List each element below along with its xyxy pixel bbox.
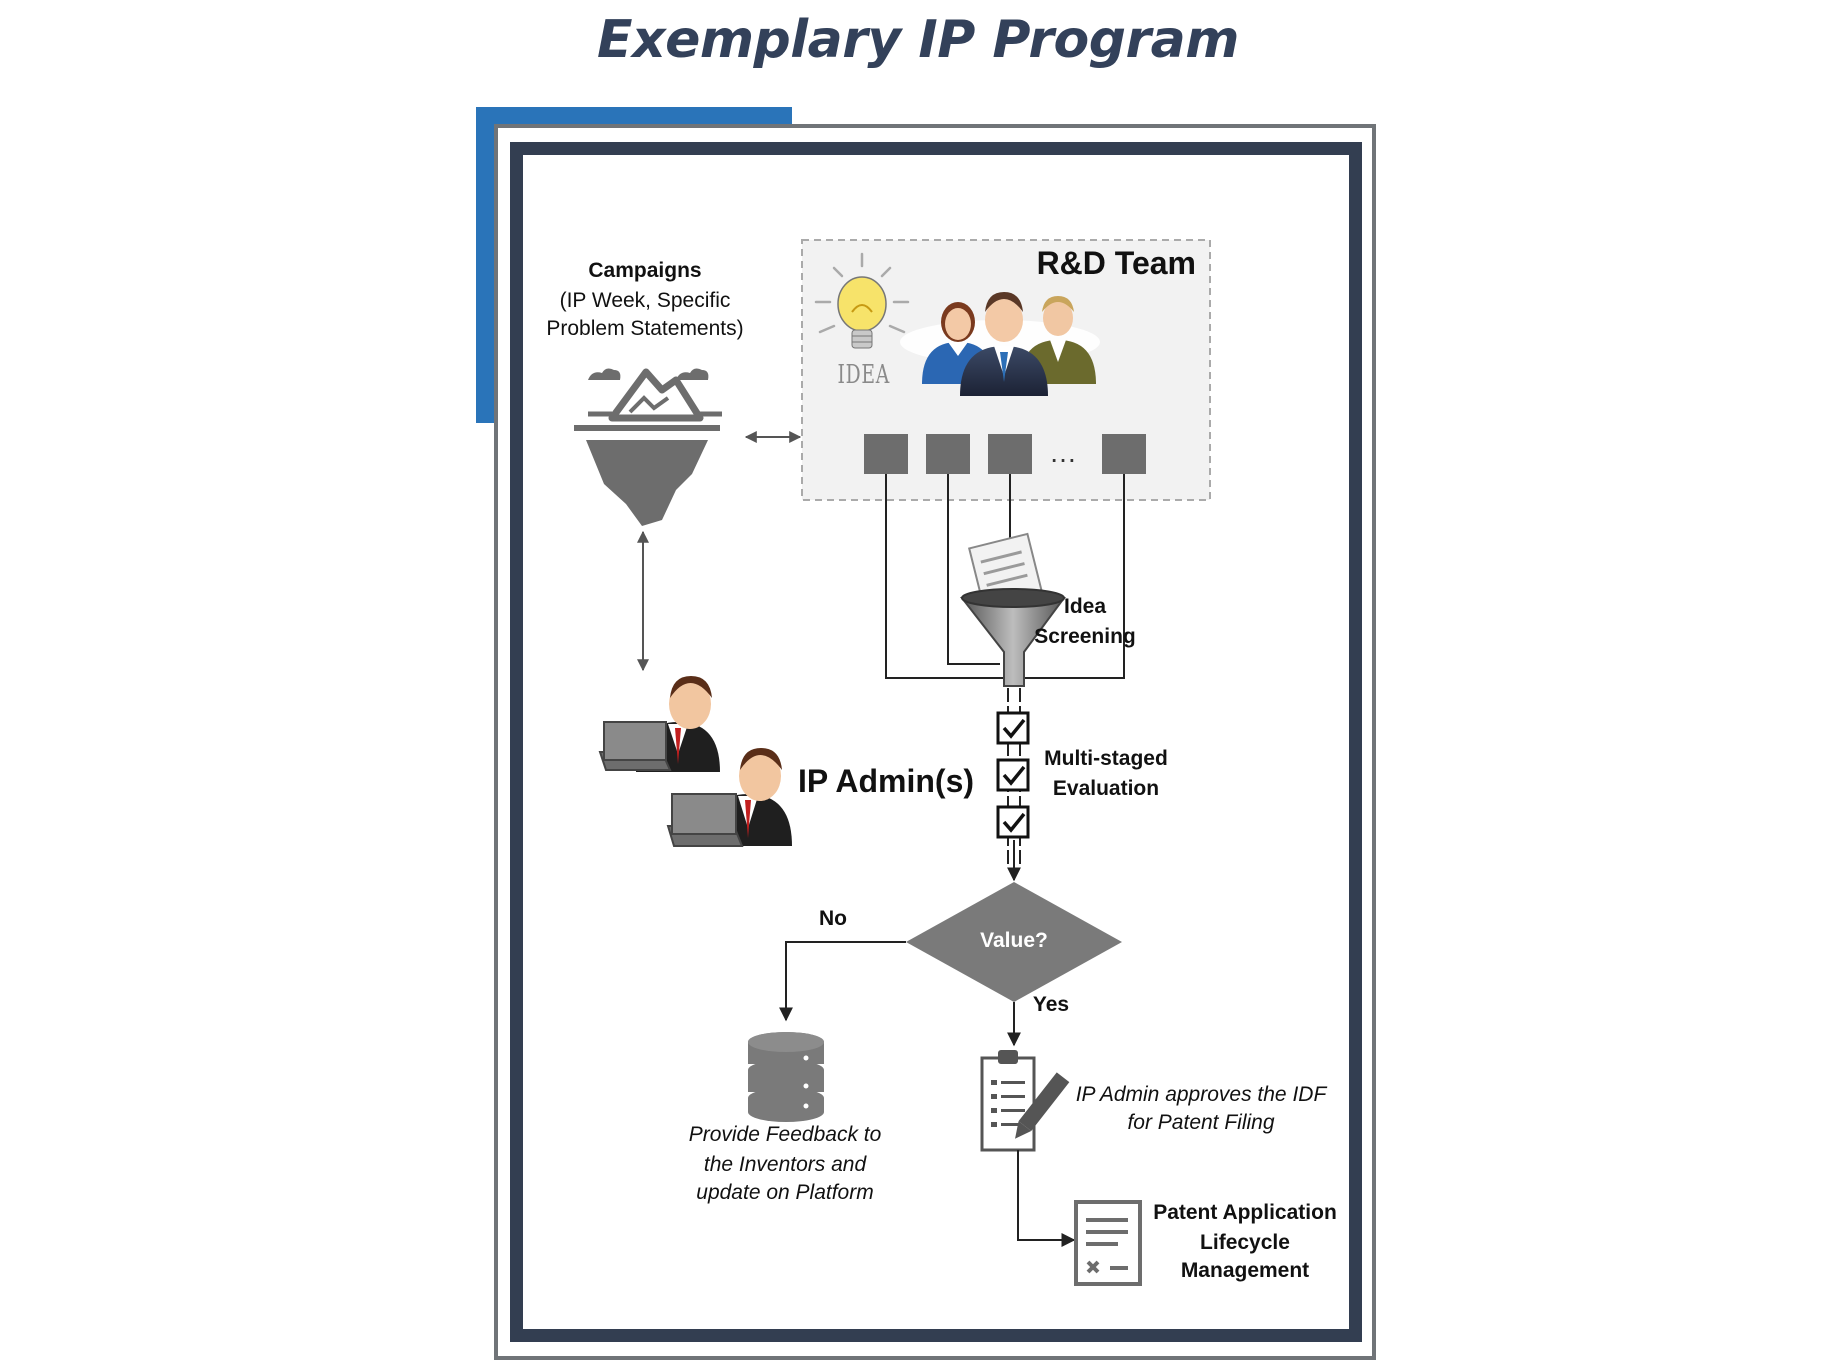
approval-line2: for Patent Filing bbox=[1127, 1111, 1275, 1134]
iceberg-icon bbox=[574, 368, 722, 526]
idea-box bbox=[864, 434, 908, 474]
rd-team-people-icon bbox=[900, 292, 1100, 396]
decision-label: Value? bbox=[980, 929, 1048, 952]
idea-box bbox=[926, 434, 970, 474]
patent-document-icon bbox=[1074, 1200, 1142, 1286]
campaigns-detail-line2: Problem Statements) bbox=[546, 317, 744, 340]
pencil-icon bbox=[1015, 1072, 1070, 1139]
approval-line1: IP Admin approves the IDF bbox=[1075, 1083, 1327, 1106]
idea-screening-line2: Screening bbox=[1034, 625, 1136, 648]
lifecycle-line2: Lifecycle bbox=[1200, 1231, 1290, 1254]
checkbox-icon bbox=[996, 711, 1030, 745]
idea-box bbox=[988, 434, 1032, 474]
lightbulb-icon bbox=[814, 252, 910, 349]
checkbox-icon bbox=[996, 758, 1030, 792]
idea-word: IDEA bbox=[837, 360, 890, 390]
lifecycle-line3: Management bbox=[1180, 1259, 1310, 1282]
campaigns-title: Campaigns bbox=[588, 259, 702, 282]
no-branch-arrow bbox=[779, 941, 906, 1022]
decision-yes: Yes bbox=[1032, 993, 1070, 1016]
lifecycle-line1: Patent Application bbox=[1153, 1201, 1337, 1224]
checklist-icon bbox=[996, 711, 1030, 839]
ellipsis: … bbox=[1049, 437, 1077, 468]
funnel-icon bbox=[959, 588, 1066, 687]
page-title: Exemplary IP Program bbox=[597, 10, 1239, 70]
idea-submissions bbox=[864, 434, 1146, 474]
decision-no: No bbox=[819, 907, 847, 930]
clipboard-icon bbox=[980, 1050, 1036, 1152]
idea-screening-line1: Idea bbox=[1063, 595, 1107, 618]
ip-admins-label: IP Admin(s) bbox=[798, 763, 975, 799]
decision-diamond bbox=[906, 882, 1122, 1002]
ip-admin-people-icon bbox=[598, 676, 792, 847]
campaigns-detail-line1: (IP Week, Specific bbox=[559, 289, 731, 312]
feedback-line2: the Inventors and bbox=[703, 1153, 867, 1176]
evaluation-line2: Evaluation bbox=[1052, 777, 1160, 800]
feedback-line3: update on Platform bbox=[696, 1181, 874, 1204]
rd-team-title: R&D Team bbox=[1036, 245, 1196, 281]
feedback-line1: Provide Feedback to bbox=[688, 1123, 882, 1146]
evaluation-line1: Multi-staged bbox=[1044, 747, 1168, 770]
database-icon bbox=[748, 1032, 824, 1122]
idea-box bbox=[1102, 434, 1146, 474]
checkbox-icon bbox=[996, 805, 1030, 839]
